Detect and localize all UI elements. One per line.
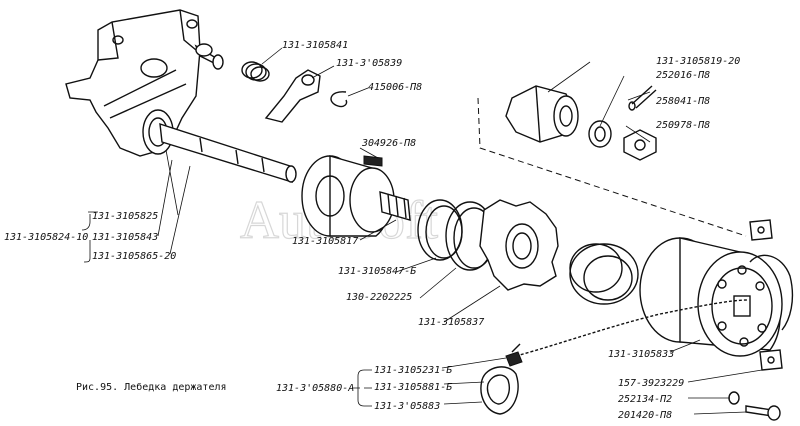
label-131-3105231-b: 131-3105231-Б xyxy=(374,365,452,376)
figure-caption: Рис.95. Лебедка держателя xyxy=(76,381,227,393)
spring-3105841 xyxy=(241,61,270,82)
circlip-3105847 xyxy=(417,199,463,261)
label-131-3105841: 131-3105841 xyxy=(282,40,348,51)
label-252134-p2: 252134-П2 xyxy=(618,394,672,405)
label-157-3923229: 157-3923229 xyxy=(618,378,684,389)
label-131-3105843: 131-3105843 xyxy=(92,232,158,243)
label-131-3105880-a: 131-3'05880-А xyxy=(276,383,354,394)
inner-ring xyxy=(569,243,639,305)
label-250978-p8: 250978-П8 xyxy=(656,120,710,131)
label-131-3105839: 131-3'05839 xyxy=(336,58,402,69)
nut-3105819 xyxy=(505,85,579,143)
label-131-3105833: 131-3105833 xyxy=(608,349,674,360)
clip-415006 xyxy=(330,91,348,108)
label-131-3105825: 131-3105825 xyxy=(92,211,158,222)
label-201420-p8: 201420-П8 xyxy=(618,410,672,421)
label-130-2202225: 130-2202225 xyxy=(346,292,412,303)
label-258041-p8: 258041-П8 xyxy=(656,96,710,107)
shaft xyxy=(159,123,297,183)
label-131-3105817: 131-3105817 xyxy=(292,236,358,247)
bracket-pin xyxy=(194,43,224,70)
winch-drum-3105833 xyxy=(639,237,794,357)
label-304926-p8: 304926-П8 xyxy=(361,138,416,149)
label-131-3105819-20: 131-3105819-20 xyxy=(656,56,740,67)
lever-3105839 xyxy=(264,69,321,123)
bolt-201420 xyxy=(745,405,781,421)
washer-252016 xyxy=(588,120,612,148)
label-131-3105883: 131-3'05883 xyxy=(374,401,440,412)
cable-assembly xyxy=(480,299,749,415)
castle-nut-250978 xyxy=(623,129,657,161)
ratchet-wheel-3105837 xyxy=(479,199,559,291)
label-131-3105865-20: 131-3105865-20 xyxy=(92,251,176,262)
washer-252134 xyxy=(728,391,740,405)
assembly-guide-line xyxy=(477,97,747,237)
ratchet-drum-3105817 xyxy=(301,155,411,237)
plate-3923229 xyxy=(749,219,783,371)
label-131-3105837: 131-3105837 xyxy=(418,317,484,328)
leader-lines xyxy=(81,47,763,415)
label-415006-p8: 415006-П8 xyxy=(368,82,422,93)
label-131-3105847-b: 131-3105847-Б xyxy=(338,266,416,277)
label-252016-p8: 252016-П8 xyxy=(656,70,710,81)
label-131-3105881-b: 131-3105881-Б xyxy=(374,382,452,393)
label-131-3105824-10: 131-3105824-10 xyxy=(4,232,88,243)
key-304926 xyxy=(363,155,383,167)
